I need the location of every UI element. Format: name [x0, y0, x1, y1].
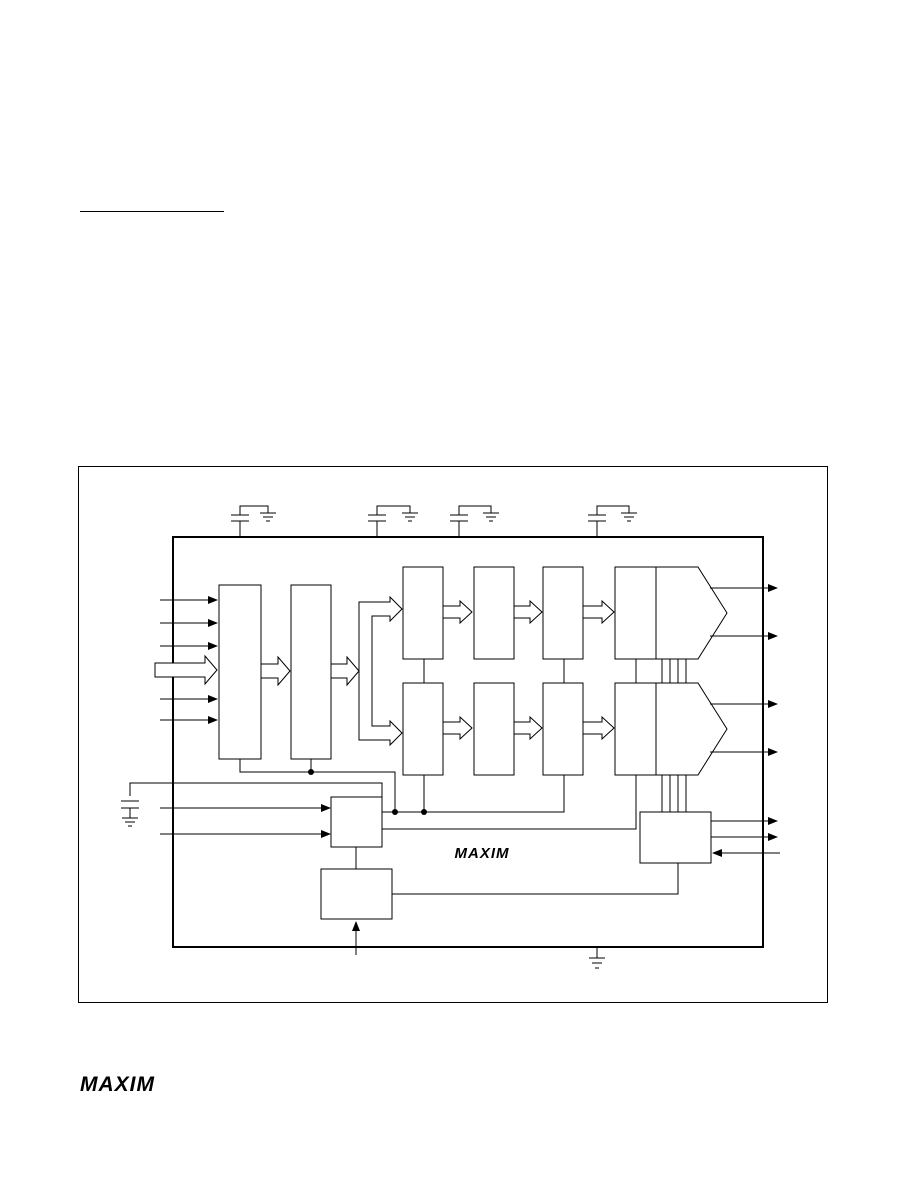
supply-decoupling-3: [450, 505, 499, 537]
input-register-block: [218, 584, 262, 760]
channel-b-dac-block: [614, 682, 657, 776]
channel-a-block-2: [473, 566, 515, 660]
control-input-pins: [160, 804, 331, 838]
channel-a-block-3: [542, 566, 584, 660]
supply-decoupling-4: [588, 505, 637, 537]
bus-arrow-b1: [442, 715, 473, 741]
junction-dots: [308, 769, 427, 815]
output-pins: [710, 584, 778, 756]
channel-b-output-amp: [655, 682, 728, 776]
capacitor-icon: [121, 800, 139, 827]
bus-arrow-b3: [582, 715, 615, 741]
control-wiring: [129, 759, 679, 955]
bus-arrow-1: [260, 655, 291, 687]
data-bus-input-arrow: [154, 654, 218, 686]
status-pins: [711, 817, 780, 857]
supply-decoupling-2: [368, 505, 418, 537]
input-pins: [160, 596, 218, 724]
diagram-logo: MAXIM: [455, 845, 510, 862]
reference-block: [320, 868, 393, 920]
channel-a-output-amp: [655, 566, 728, 660]
bus-arrow-a1: [442, 599, 473, 625]
channel-links: [423, 659, 687, 812]
channel-b-block-3: [542, 682, 584, 776]
section-heading-rule: [80, 211, 224, 212]
control-logic-block: [330, 796, 383, 848]
figure-frame: [78, 466, 828, 1003]
bus-arrow-b2: [513, 715, 543, 741]
bus-split-outer: [358, 595, 403, 747]
bus-arrow-a2: [513, 599, 543, 625]
footer-logo: MAXIM: [80, 1074, 155, 1094]
channel-a-dac-block: [614, 566, 657, 660]
footer-logo-text: MAXIM: [80, 1074, 155, 1094]
ic-outline: [172, 536, 764, 948]
status-block: [639, 811, 712, 864]
channel-b-block-1: [402, 682, 444, 776]
channel-b-block-2: [473, 682, 515, 776]
ground-icon: [589, 947, 605, 969]
bus-arrow-a3: [582, 599, 615, 625]
channel-a-block-1: [402, 566, 444, 660]
dac-register-block: [290, 584, 332, 760]
bus-arrow-2: [330, 655, 360, 687]
supply-decoupling-1: [231, 505, 276, 537]
